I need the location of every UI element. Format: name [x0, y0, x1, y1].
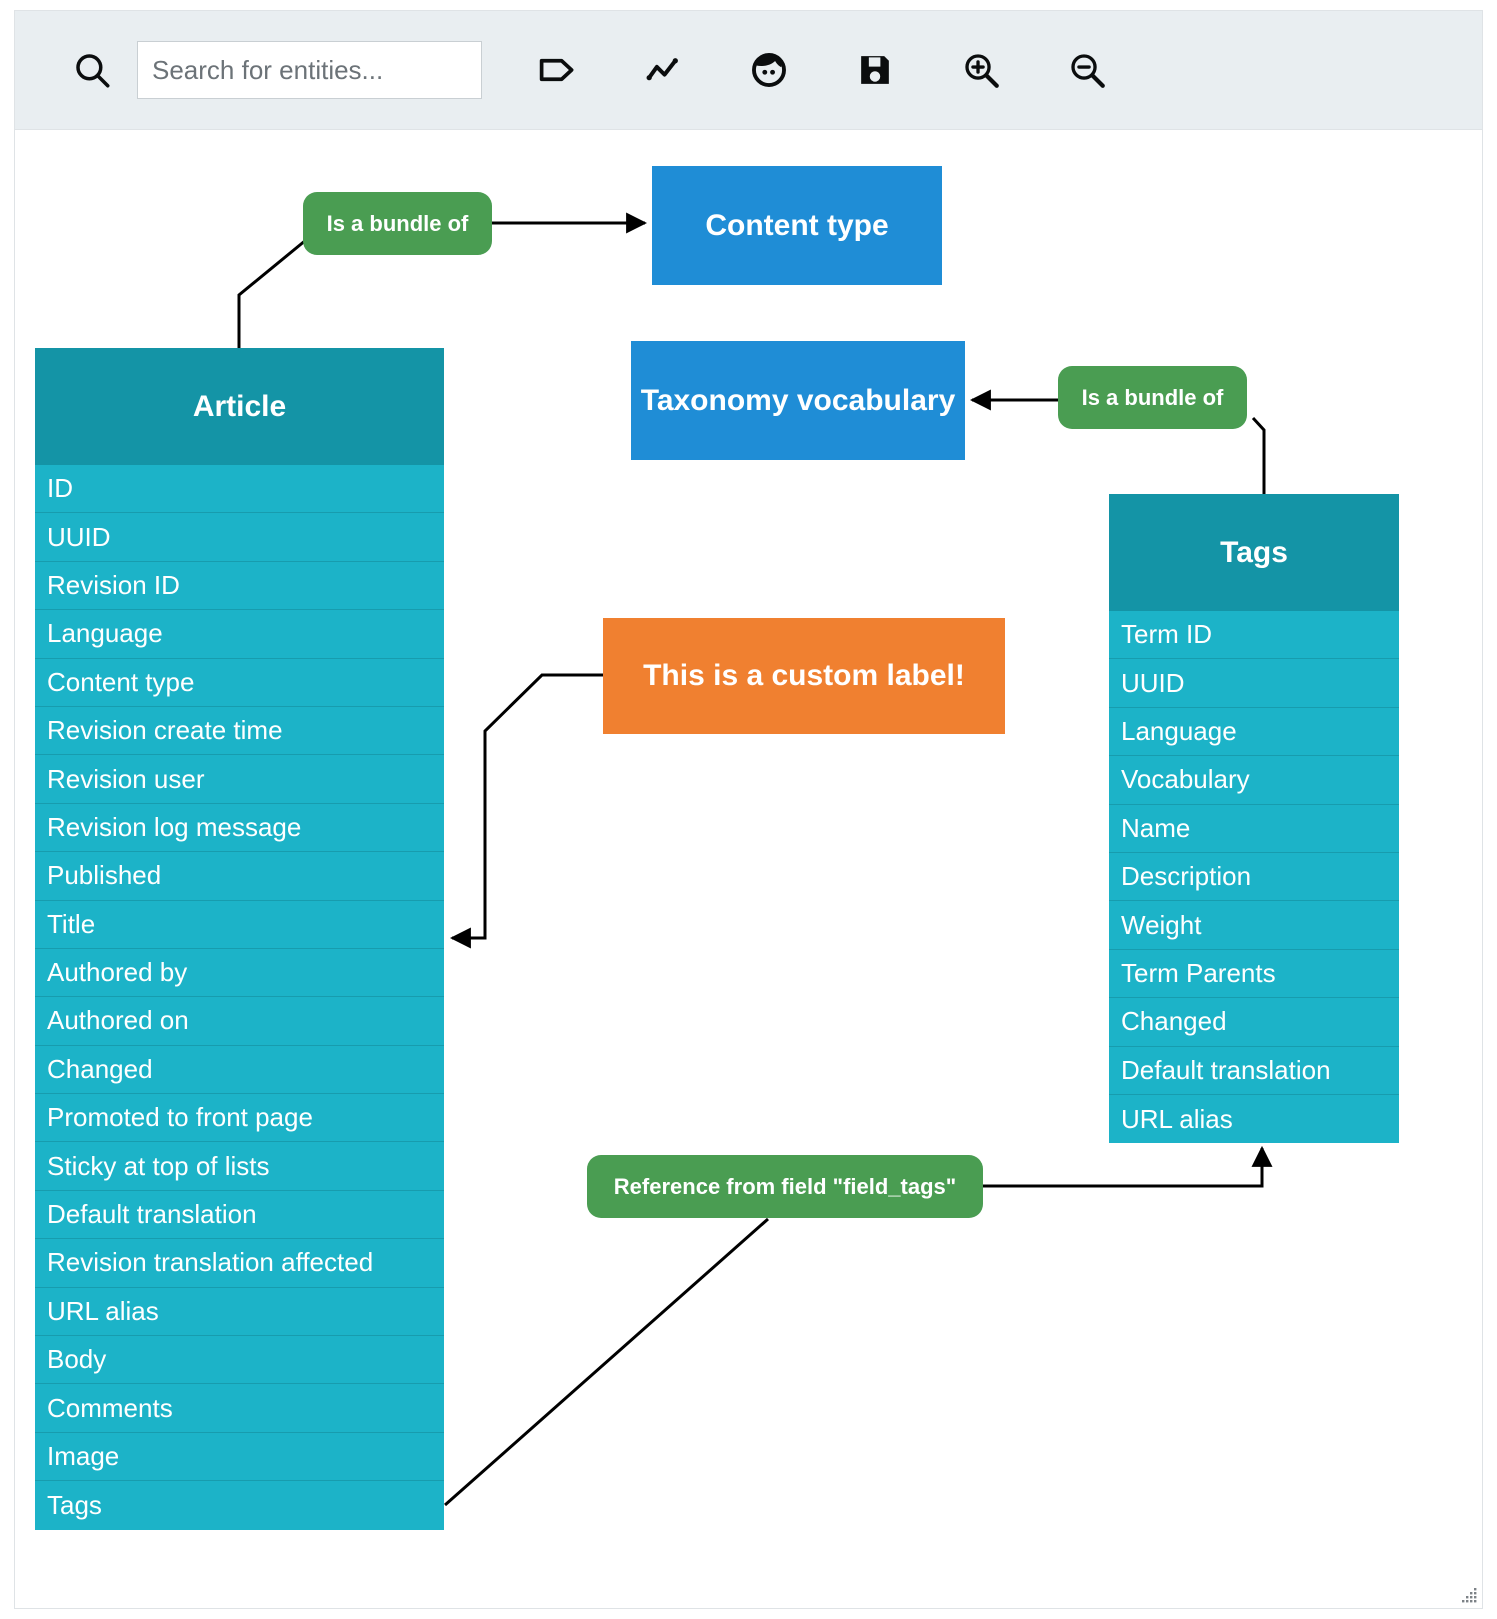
entity-field-row[interactable]: URL alias — [35, 1287, 444, 1337]
edge-label-field-tags[interactable]: Reference from field "field_tags" — [587, 1155, 983, 1218]
entity-article-title: Article — [35, 348, 444, 465]
node-taxonomy-vocabulary[interactable]: Taxonomy vocabulary — [631, 341, 965, 460]
diagram-canvas[interactable]: Article ID UUID Revision ID Language Con… — [15, 130, 1482, 1608]
entity-field-row[interactable]: ID — [35, 465, 444, 514]
search-icon[interactable] — [61, 39, 123, 101]
entity-field-row[interactable]: Weight — [1109, 901, 1399, 950]
entity-field-row[interactable]: Language — [35, 610, 444, 659]
entity-field-row[interactable]: Title — [35, 900, 444, 949]
entity-field-row[interactable]: Revision ID — [35, 561, 444, 611]
edge-article-to-bundle — [237, 238, 307, 348]
entity-field-row[interactable]: Revision translation affected — [35, 1239, 444, 1288]
entity-field-row[interactable]: Authored on — [35, 997, 444, 1046]
save-icon[interactable] — [844, 39, 906, 101]
entity-field-row[interactable]: Name — [1109, 804, 1399, 853]
toolbar — [15, 11, 1482, 130]
entity-field-row[interactable]: Term Parents — [1109, 949, 1399, 999]
entity-field-row[interactable]: UUID — [1109, 659, 1399, 708]
zoom-in-icon[interactable] — [950, 39, 1012, 101]
entity-field-row[interactable]: Default translation — [35, 1190, 444, 1240]
entity-field-row[interactable]: Authored by — [35, 948, 444, 998]
diagram-application: Article ID UUID Revision ID Language Con… — [14, 10, 1483, 1609]
entity-field-row[interactable]: Language — [1109, 707, 1399, 757]
entity-field-row[interactable]: Body — [35, 1336, 444, 1385]
person-icon[interactable] — [738, 39, 800, 101]
entity-field-row[interactable]: UUID — [35, 513, 444, 562]
entity-field-row[interactable]: Default translation — [1109, 1046, 1399, 1095]
entity-field-row[interactable]: Promoted to front page — [35, 1094, 444, 1143]
line-chart-icon[interactable] — [632, 39, 694, 101]
entity-field-row[interactable]: Term ID — [1109, 611, 1399, 660]
entity-field-row[interactable]: URL alias — [1109, 1094, 1399, 1144]
entity-article-fields: ID UUID Revision ID Language Content typ… — [35, 465, 444, 1530]
entity-field-row[interactable]: Revision user — [35, 755, 444, 804]
node-content-type[interactable]: Content type — [652, 166, 942, 285]
entity-tags[interactable]: Tags Term ID UUID Language Vocabulary Na… — [1109, 494, 1399, 1144]
edge-label-bundle-tags[interactable]: Is a bundle of — [1058, 366, 1247, 429]
search-input[interactable] — [137, 41, 482, 99]
entity-tags-fields: Term ID UUID Language Vocabulary Name De… — [1109, 611, 1399, 1144]
edge-ref-to-tags — [983, 1145, 1273, 1188]
edge-label-bundle-article[interactable]: Is a bundle of — [303, 192, 492, 255]
resize-handle[interactable] — [1460, 1586, 1478, 1604]
entity-field-row[interactable]: Revision create time — [35, 706, 444, 756]
entity-field-row[interactable]: Changed — [35, 1045, 444, 1095]
entity-field-row[interactable]: Published — [35, 852, 444, 901]
tag-icon[interactable] — [526, 39, 588, 101]
entity-field-row[interactable]: Image — [35, 1432, 444, 1482]
entity-field-row[interactable]: Revision log message — [35, 803, 444, 853]
edge-custom-label-to-article — [449, 673, 603, 949]
entity-field-row[interactable]: Tags — [35, 1481, 444, 1530]
edge-tags-to-bundle — [1251, 416, 1266, 494]
entity-field-row[interactable]: Vocabulary — [1109, 756, 1399, 805]
entity-field-row[interactable]: Comments — [35, 1384, 444, 1433]
entity-article[interactable]: Article ID UUID Revision ID Language Con… — [35, 348, 444, 1530]
entity-field-row[interactable]: Sticky at top of lists — [35, 1142, 444, 1191]
edge-article-tags-to-ref — [444, 1217, 769, 1507]
entity-field-row[interactable]: Changed — [1109, 998, 1399, 1047]
entity-field-row[interactable]: Content type — [35, 658, 444, 707]
node-custom-label[interactable]: This is a custom label! — [603, 618, 1005, 734]
entity-field-row[interactable]: Description — [1109, 852, 1399, 902]
entity-tags-title: Tags — [1109, 494, 1399, 611]
zoom-out-icon[interactable] — [1056, 39, 1118, 101]
search-field-wrapper — [137, 41, 482, 99]
